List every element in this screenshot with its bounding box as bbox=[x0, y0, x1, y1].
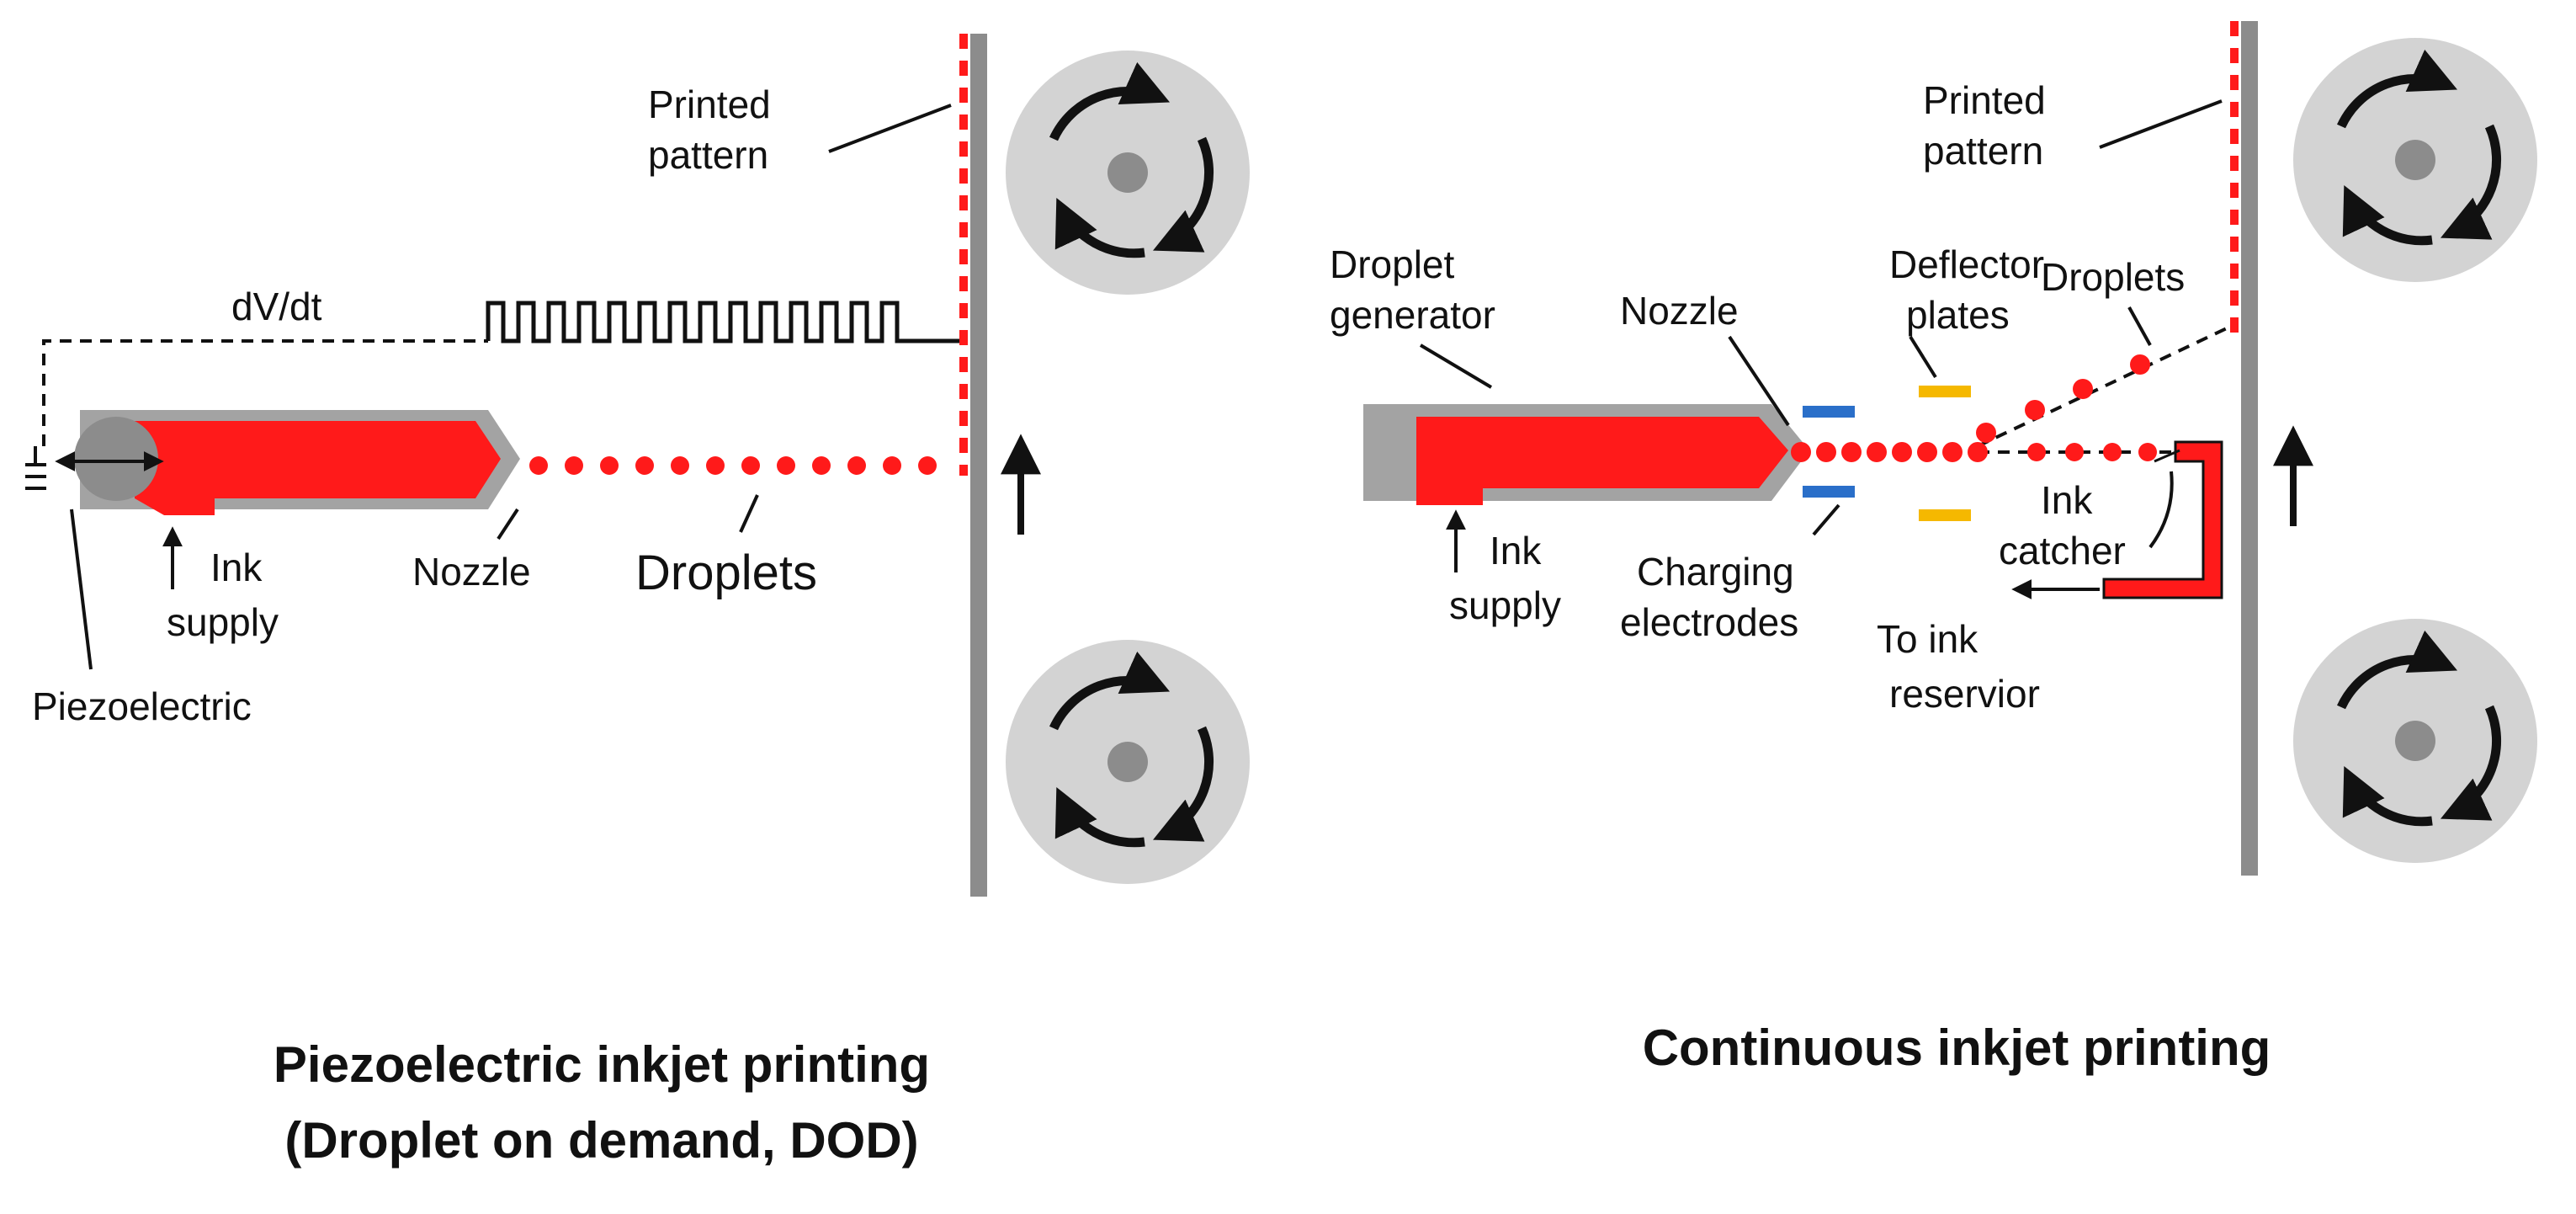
cij-catcher-leader bbox=[2148, 471, 2174, 549]
cij-roller-bottom bbox=[2293, 619, 2537, 863]
dod-droplet bbox=[812, 456, 831, 475]
cij-caption: Continuous inkjet printing bbox=[1643, 1020, 2271, 1076]
cij-nozzle-leader bbox=[1728, 335, 1790, 427]
dod-label-ink-1: Ink bbox=[210, 546, 263, 589]
cij-label-printed-2: pattern bbox=[1923, 129, 2043, 173]
cij-label-reservoir-1: To ink bbox=[1877, 617, 1978, 661]
cij-deflector-plate-bottom bbox=[1919, 509, 1971, 521]
cij-droplet bbox=[1892, 442, 1912, 462]
cij-charging-electrode-bottom bbox=[1803, 486, 1855, 498]
dod-label-signal: dV/dt bbox=[231, 285, 322, 328]
cij-deflector-leader bbox=[1909, 335, 1937, 379]
cij-ink-chamber bbox=[1416, 417, 1788, 505]
dod-label-piezo: Piezoelectric bbox=[32, 684, 252, 728]
dod-droplet bbox=[883, 456, 901, 475]
cij-deflector-plate-top bbox=[1919, 386, 1971, 397]
cij-label-deflector-2: plates bbox=[1906, 293, 2010, 337]
dod-droplet bbox=[918, 456, 937, 475]
cij-droplet bbox=[1791, 442, 1811, 462]
dod-droplet bbox=[741, 456, 760, 475]
dod-caption-2: (Droplet on demand, DOD) bbox=[284, 1112, 918, 1169]
dod-ink-chamber bbox=[135, 421, 501, 515]
dod-signal-wire bbox=[42, 339, 488, 446]
ground-symbol-icon bbox=[25, 446, 46, 490]
dod-piezo-leader bbox=[70, 508, 93, 670]
cij-generator-leader bbox=[1419, 343, 1493, 389]
dod-square-wave bbox=[486, 301, 959, 343]
cij-label-ink-2: supply bbox=[1449, 583, 1561, 627]
cij-droplet bbox=[1841, 442, 1862, 462]
dod-substrate bbox=[970, 34, 987, 897]
cij-droplet bbox=[1968, 442, 1988, 462]
cij-charging-electrode-top bbox=[1803, 406, 1855, 418]
dod-label-printed-1: Printed bbox=[648, 83, 771, 126]
cij-droplet bbox=[2025, 400, 2045, 420]
dod-label-nozzle: Nozzle bbox=[412, 550, 531, 594]
cij-droplet-stream bbox=[1791, 354, 2157, 462]
dod-nozzle-leader bbox=[497, 508, 519, 540]
cij-label-generator-2: generator bbox=[1330, 293, 1495, 337]
cij-droplets-leader bbox=[2127, 306, 2152, 346]
cij-roller-top bbox=[2293, 38, 2537, 282]
cij-label-printed-1: Printed bbox=[1923, 78, 2046, 122]
dod-printed-leader bbox=[828, 104, 952, 153]
dod-caption-1: Piezoelectric inkjet printing bbox=[274, 1036, 930, 1093]
cij-label-generator-1: Droplet bbox=[1330, 242, 1455, 286]
cij-droplet bbox=[1867, 442, 1887, 462]
cij-substrate bbox=[2241, 21, 2258, 876]
dod-roller-bottom bbox=[1006, 640, 1250, 884]
cij-droplet bbox=[2138, 443, 2157, 461]
cij-label-deflector-1: Deflector bbox=[1889, 242, 2044, 286]
cij-label-reservoir-2: reservior bbox=[1889, 672, 2040, 716]
dod-label-droplets: Droplets bbox=[635, 546, 817, 600]
dod-droplet bbox=[600, 456, 619, 475]
cij-droplet bbox=[2073, 379, 2093, 399]
cij-label-charging-1: Charging bbox=[1637, 550, 1794, 594]
cij-charging-leader bbox=[1812, 503, 1840, 536]
cij-droplet bbox=[2065, 443, 2084, 461]
dod-panel: Printed pattern dV/dt Ink supply Nozzle bbox=[25, 34, 1250, 1169]
dod-roller-top bbox=[1006, 51, 1250, 295]
cij-droplet bbox=[1917, 442, 1937, 462]
dod-droplet bbox=[529, 456, 548, 475]
dod-droplets-leader bbox=[739, 494, 759, 533]
dod-piezo-element bbox=[74, 417, 158, 501]
dod-droplet bbox=[777, 456, 795, 475]
cij-droplet bbox=[2027, 443, 2046, 461]
cij-droplet bbox=[2103, 443, 2122, 461]
cij-droplet bbox=[2130, 354, 2150, 375]
cij-label-nozzle: Nozzle bbox=[1620, 289, 1739, 333]
dod-droplet bbox=[671, 456, 689, 475]
dod-droplet bbox=[565, 456, 583, 475]
dod-droplet bbox=[706, 456, 725, 475]
dod-droplet bbox=[635, 456, 654, 475]
cij-droplet bbox=[1942, 442, 1963, 462]
cij-ink-catcher bbox=[2102, 440, 2223, 599]
dod-label-ink-2: supply bbox=[167, 600, 279, 644]
dod-droplet bbox=[847, 456, 866, 475]
cij-label-droplets: Droplets bbox=[2041, 255, 2185, 299]
cij-droplet bbox=[1816, 442, 1836, 462]
cij-printed-leader bbox=[2099, 99, 2223, 149]
cij-label-catcher-1: Ink bbox=[2041, 478, 2093, 522]
cij-label-charging-2: electrodes bbox=[1620, 600, 1798, 644]
cij-label-ink-1: Ink bbox=[1490, 529, 1542, 572]
cij-panel: Printed pattern Droplet generator Nozzle… bbox=[1330, 21, 2537, 1076]
dod-droplet-stream bbox=[529, 456, 937, 475]
cij-catcher-mouth bbox=[2154, 449, 2180, 463]
cij-deflected-path bbox=[1977, 325, 2231, 448]
cij-label-catcher-2: catcher bbox=[1999, 529, 2126, 572]
dod-label-printed-2: pattern bbox=[648, 133, 768, 177]
cij-droplet bbox=[1976, 423, 1996, 443]
